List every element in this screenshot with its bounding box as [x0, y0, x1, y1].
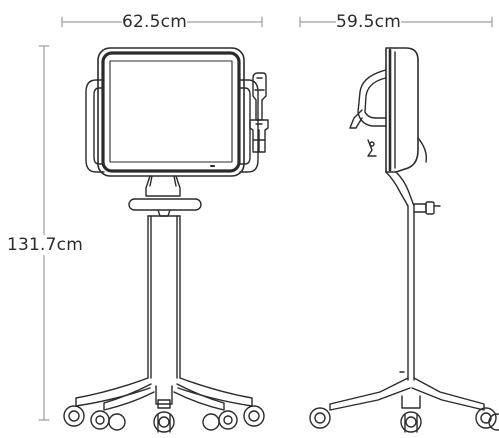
push-handle — [128, 198, 202, 211]
height-knob — [413, 203, 427, 213]
column — [147, 215, 181, 379]
monitor-housing — [97, 47, 245, 177]
front-view — [63, 47, 269, 433]
probe-holder — [249, 72, 269, 153]
depth-label: 59.5cm — [336, 12, 401, 32]
width-label: 62.5cm — [122, 12, 187, 32]
left-handle — [85, 79, 105, 173]
front-casters — [63, 405, 265, 433]
side-view — [309, 47, 499, 433]
side-monitor — [385, 47, 419, 173]
height-dimension-line — [38, 45, 50, 421]
monitor-screen — [109, 60, 233, 163]
neck-mount — [145, 175, 181, 197]
right-handle — [239, 79, 259, 173]
side-handle — [357, 69, 387, 127]
side-casters — [309, 407, 499, 433]
height-label: 131.7cm — [6, 235, 84, 255]
base-legs — [75, 377, 253, 411]
